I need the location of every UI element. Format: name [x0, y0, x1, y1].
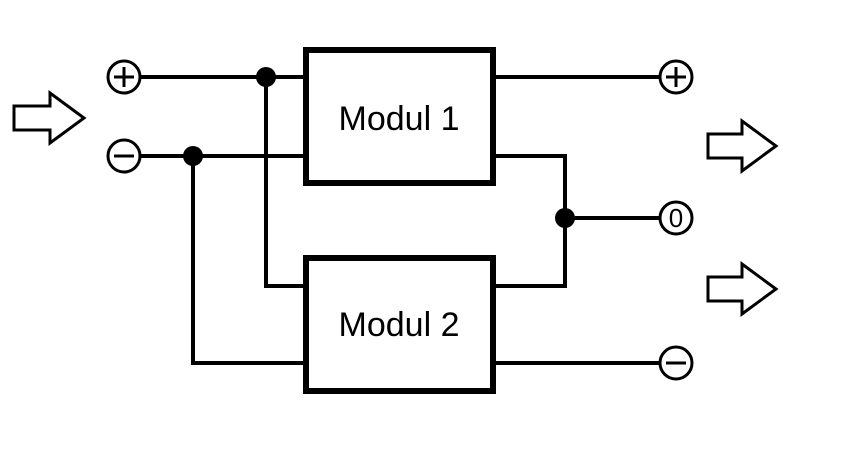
modul-2-label: Modul 2 [339, 306, 460, 344]
output-terminal-zero: 0 [658, 200, 694, 236]
modul-2: Modul 2 [303, 255, 496, 394]
output-arrow-lower-icon [706, 261, 779, 317]
modul-2-box [303, 255, 496, 394]
modul-1-box [303, 47, 496, 186]
junction-middle [555, 208, 575, 228]
wire-minus-junction-to-modul-2 [191, 156, 306, 365]
modul-1-label: Modul 1 [339, 100, 460, 138]
junction-minus [183, 146, 203, 166]
junctions [183, 67, 575, 228]
wire-plus-junction-to-modul-2 [264, 77, 306, 288]
input-arrow-icon [12, 90, 87, 146]
output-arrow-upper-icon [706, 118, 779, 174]
wire-modul-1-to-middle-junction [493, 154, 567, 288]
output-terminal-plus [658, 59, 694, 95]
output-zero-label: 0 [669, 203, 683, 233]
junction-plus [256, 67, 276, 87]
input-terminal-minus [106, 138, 142, 174]
output-zero-icon [658, 200, 694, 236]
output-terminal-minus [658, 345, 694, 381]
modul-1: Modul 1 [303, 47, 496, 186]
input-terminal-plus [106, 59, 142, 95]
